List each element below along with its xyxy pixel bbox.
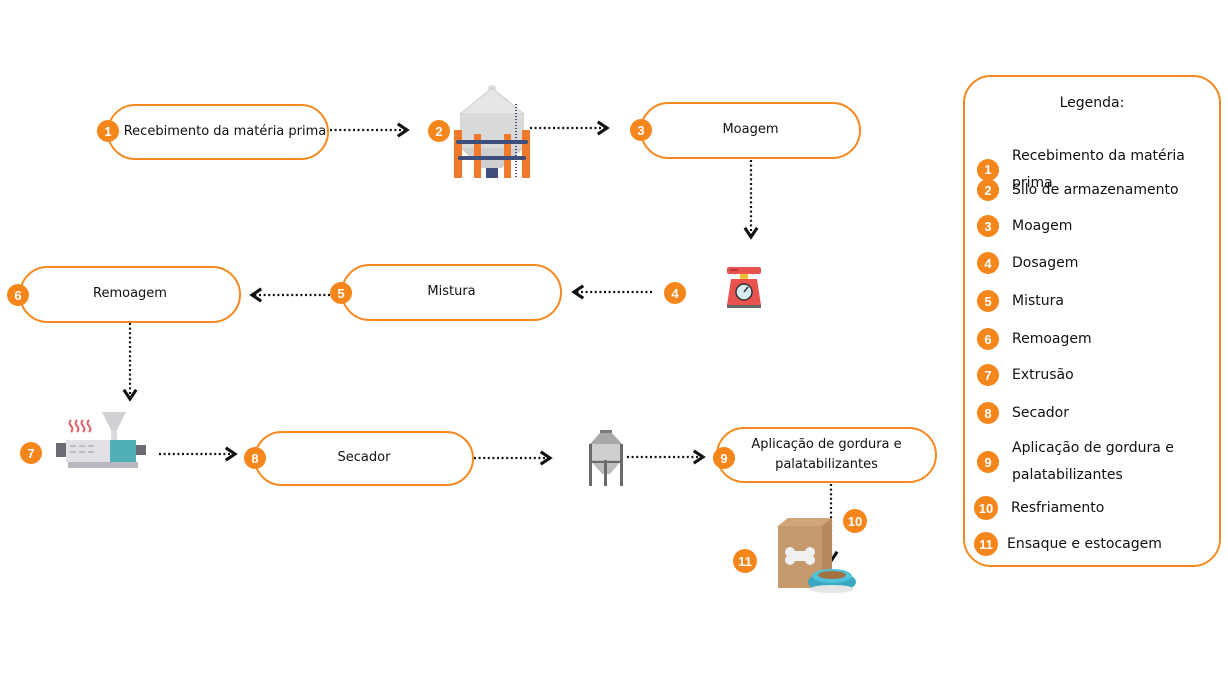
step-6-label: Remoagem — [93, 286, 167, 302]
legend-item-9: 9 Aplicação de gordura e palatabilizante… — [977, 435, 1174, 490]
legend-panel: Legenda: 1 Recebimento da matéria prima … — [963, 75, 1221, 567]
step-8-label: Secador — [337, 450, 391, 466]
legend-label-9-line2: palatabilizantes — [1012, 467, 1123, 484]
legend-label-10: Resfriamento — [1011, 500, 1105, 516]
legend-label-7: Extrusão — [1012, 367, 1074, 383]
step-5-label: Mistura — [427, 284, 476, 300]
step-1-badge: 1 — [97, 120, 119, 142]
legend-item-6: 6 Remoagem — [977, 326, 1092, 353]
legend-badge-7: 7 — [977, 364, 999, 387]
legend-badge-8: 8 — [977, 402, 999, 425]
legend-label-2: Silo de armazenamento — [1012, 182, 1179, 198]
step-5-badge: 5 — [330, 282, 352, 304]
legend-item-7: 7 Extrusão — [977, 362, 1074, 389]
step-7-badge: 7 — [20, 442, 42, 464]
legend-item-3: 3 Moagem — [977, 213, 1072, 240]
legend-item-8: 8 Secador — [977, 400, 1069, 427]
step-10-badge: 10 — [843, 509, 867, 533]
step-8-box: Secador — [254, 431, 474, 486]
legend-badge-9: 9 — [977, 451, 999, 474]
legend-item-10: 10 Resfriamento — [974, 495, 1104, 522]
step-5-box: Mistura — [341, 264, 562, 321]
legend-label-1: Recebimento da matéria prima — [1012, 148, 1185, 191]
step-1-box: Recebimento da matéria prima — [107, 104, 329, 160]
legend-item-4: 4 Dosagem — [977, 250, 1078, 277]
legend-badge-11: 11 — [974, 532, 998, 557]
legend-item-1: 1 Recebimento da matéria prima — [977, 143, 1219, 196]
legend-label-5: Mistura — [1012, 293, 1064, 309]
storage-silo-icon — [454, 85, 530, 178]
step-3-badge: 3 — [630, 119, 652, 141]
legend-badge-3: 3 — [977, 215, 999, 238]
step-2-badge: 2 — [428, 120, 450, 142]
legend-title: Legenda: — [1059, 95, 1125, 111]
legend-label-4: Dosagem — [1012, 255, 1079, 271]
legend-badge-2: 2 — [977, 179, 999, 202]
legend-item-5: 5 Mistura — [977, 288, 1064, 315]
legend-badge-1: 1 — [977, 158, 999, 181]
legend-item-2: 2 Silo de armazenamento — [977, 177, 1179, 204]
step-8-badge: 8 — [244, 447, 266, 469]
step-9-label-line1: Aplicação de gordura e — [751, 436, 902, 452]
step-9-badge: 9 — [713, 447, 735, 469]
step-4-badge: 4 — [664, 282, 686, 304]
step-9-box: Aplicação de gordura e palatabilizantes — [716, 427, 937, 483]
legend-badge-5: 5 — [977, 290, 999, 313]
weighing-scale-icon — [727, 267, 761, 308]
legend-item-11: 11 Ensaque e estocagem — [974, 531, 1162, 558]
step-11-badge: 11 — [733, 549, 757, 573]
legend-badge-10: 10 — [974, 496, 998, 521]
legend-label-11: Ensaque e estocagem — [1007, 536, 1162, 552]
small-silo-icon — [589, 430, 623, 486]
step-6-badge: 6 — [7, 284, 29, 306]
legend-label-9-line1: Aplicação de gordura e — [1012, 440, 1174, 456]
legend-label-6: Remoagem — [1012, 331, 1092, 347]
legend-label-8: Secador — [1012, 405, 1069, 421]
step-3-box: Moagem — [640, 102, 861, 159]
step-3-label: Moagem — [722, 122, 779, 138]
step-9-label-line2: palatabilizantes — [775, 457, 878, 472]
legend-badge-6: 6 — [977, 328, 999, 351]
pet-food-bag-bowl-icon — [778, 518, 856, 593]
step-1-label: Recebimento da matéria prima — [123, 123, 327, 139]
legend-badge-4: 4 — [977, 252, 999, 275]
step-6-box: Remoagem — [19, 266, 241, 323]
extruder-machine-icon — [56, 412, 146, 468]
legend-label-3: Moagem — [1012, 218, 1073, 234]
